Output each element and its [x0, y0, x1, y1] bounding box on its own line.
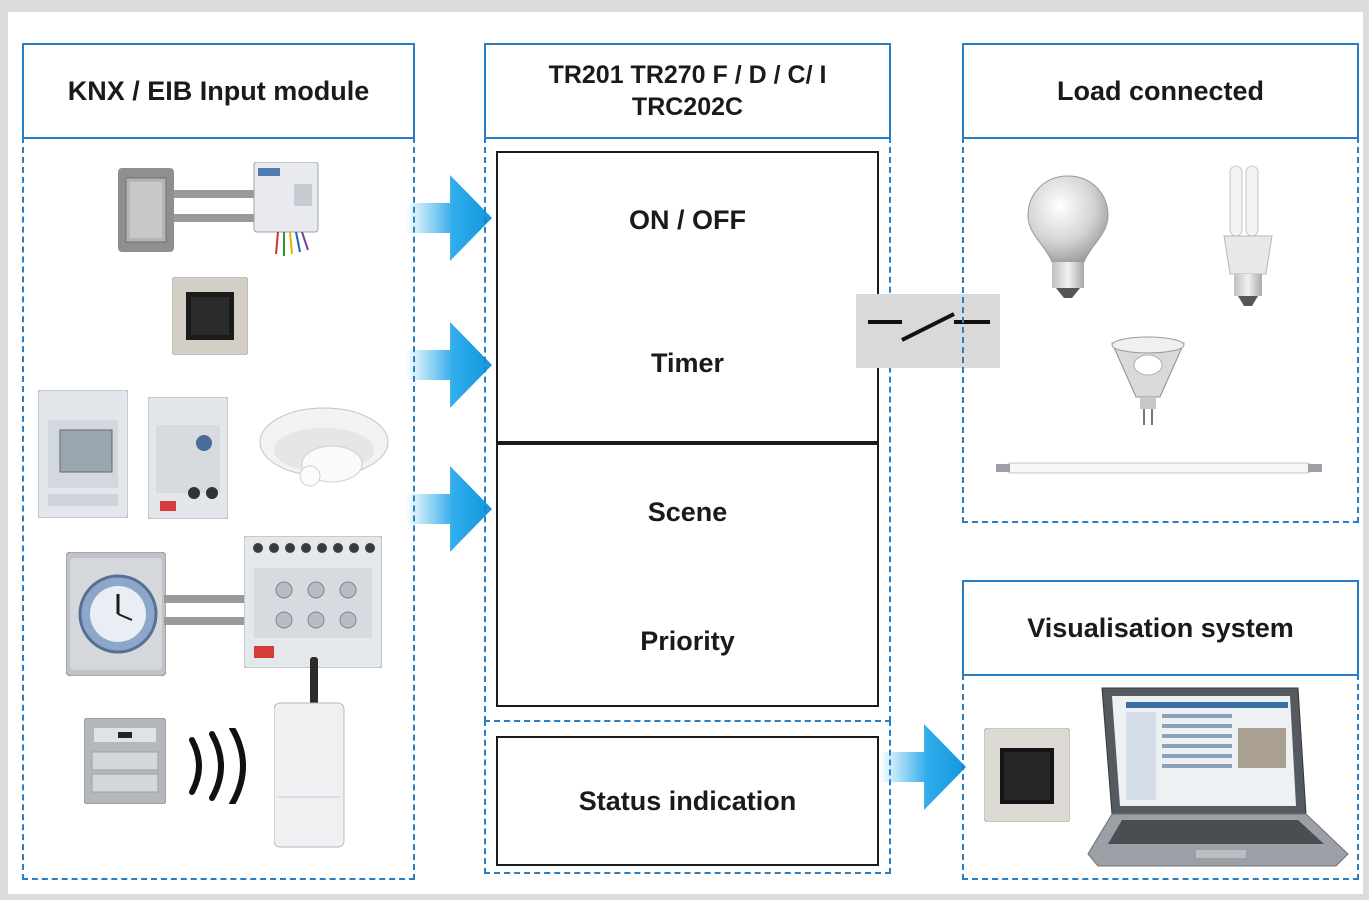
status-indication-label: Status indication	[578, 785, 797, 816]
actuator-title: TR201 TR270 F / D / C/ I TRC202C	[484, 43, 891, 139]
switch-symbol-icon	[856, 294, 1000, 368]
visualisation-frame	[962, 674, 1359, 880]
input-module-title: KNX / EIB Input module	[22, 43, 415, 139]
incandescent-bulb-icon	[1027, 175, 1109, 298]
input-arrow-1-icon	[406, 175, 492, 261]
function-timer-label: Timer	[650, 347, 725, 378]
wall-switch-icon	[172, 277, 248, 355]
actuator-title-line1: TR201 TR270 F / D / C/ I	[548, 61, 827, 89]
radio-waves-icon	[189, 728, 246, 804]
load-connected-title-text: Load connected	[1056, 75, 1265, 106]
function-scene: Scene	[496, 443, 879, 581]
input-arrow-2-icon	[406, 322, 492, 408]
push-button-with-interface-icon	[118, 162, 319, 256]
actuator-title-line2: TRC202C	[631, 93, 744, 121]
wireless-remote-icon	[84, 718, 166, 804]
status-indication-box: Status indication	[496, 736, 879, 866]
analog-time-switch-icon	[66, 552, 166, 676]
connection-wires-icon	[164, 595, 250, 625]
function-priority-label: Priority	[640, 625, 735, 656]
fluorescent-tube-icon	[996, 462, 1322, 474]
input-arrow-3-icon	[406, 466, 492, 552]
status-arrow-icon	[880, 724, 966, 810]
din-dimmer-module-icon	[148, 397, 228, 519]
din-input-module-icon	[244, 536, 382, 668]
touch-panel-icon	[984, 728, 1070, 822]
radio-receiver-icon	[274, 657, 345, 848]
load-connected-frame	[962, 137, 1359, 523]
function-scene-label: Scene	[647, 496, 728, 527]
function-timer: Timer	[496, 285, 879, 443]
visualisation-title: Visualisation system	[962, 580, 1359, 676]
visualisation-title-text: Visualisation system	[1027, 612, 1294, 643]
function-priority: Priority	[496, 577, 879, 707]
status-frame	[484, 720, 891, 874]
diagram-canvas: KNX / EIB Input module	[8, 12, 1363, 894]
ceiling-presence-detector-icon	[259, 407, 389, 487]
load-connected-title: Load connected	[962, 43, 1359, 139]
halogen-spot-icon	[1111, 336, 1185, 425]
laptop-icon	[1087, 687, 1349, 867]
function-on-off: ON / OFF	[496, 151, 879, 289]
function-on-off-label: ON / OFF	[629, 204, 746, 235]
compact-fluorescent-bulb-icon	[1223, 165, 1273, 306]
input-module-title-text: KNX / EIB Input module	[67, 75, 370, 106]
din-timer-module-icon	[38, 390, 128, 518]
